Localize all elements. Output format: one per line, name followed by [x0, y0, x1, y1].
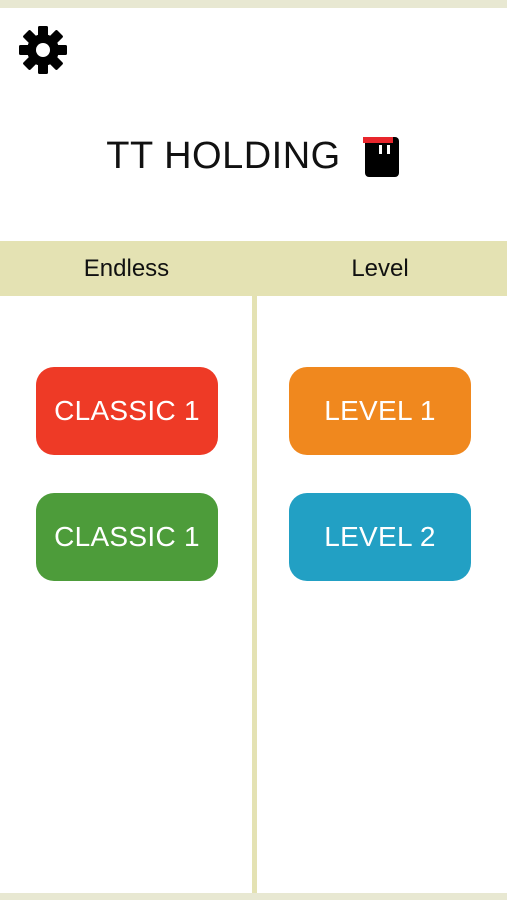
- tab-endless[interactable]: Endless: [0, 241, 253, 296]
- app-title: TT HOLDING: [106, 134, 341, 177]
- level-1-button[interactable]: LEVEL 1: [289, 367, 471, 455]
- classic-1-red-button[interactable]: CLASSIC 1: [36, 367, 218, 455]
- tab-level-label: Level: [351, 254, 409, 282]
- classic-1-green-label: CLASSIC 1: [54, 521, 200, 552]
- column-divider: [252, 296, 257, 893]
- mode-tab-bar: Endless Level: [0, 241, 507, 296]
- classic-1-green-button[interactable]: CLASSIC 1: [36, 493, 218, 581]
- title-row: TT HOLDING: [0, 128, 507, 184]
- bottom-strip: [0, 893, 507, 900]
- top-strip: [0, 0, 507, 8]
- black-tile-logo-icon: [362, 137, 399, 177]
- settings-button[interactable]: [18, 25, 68, 75]
- level-1-label: LEVEL 1: [324, 395, 436, 426]
- level-2-button[interactable]: LEVEL 2: [289, 493, 471, 581]
- gear-icon: [19, 26, 67, 74]
- tab-level[interactable]: Level: [253, 241, 507, 296]
- tab-endless-label: Endless: [83, 254, 170, 282]
- classic-1-red-label: CLASSIC 1: [54, 395, 200, 426]
- level-2-label: LEVEL 2: [324, 521, 436, 552]
